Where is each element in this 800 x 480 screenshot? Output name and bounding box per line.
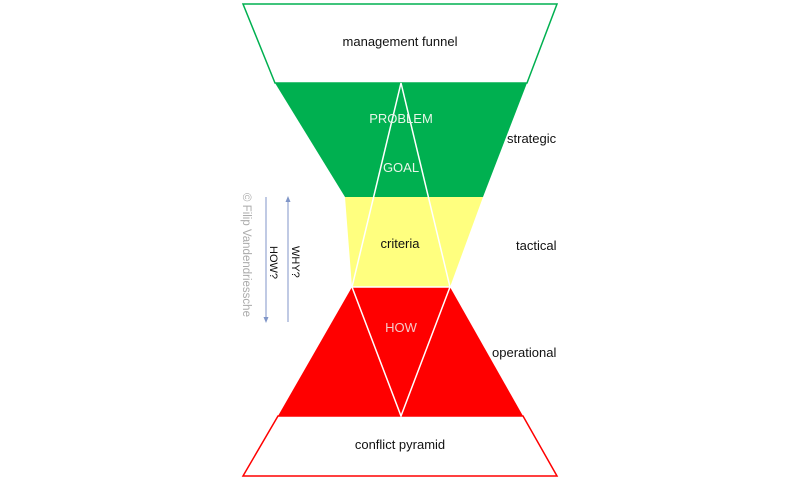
lower-triangle-outline <box>351 286 451 419</box>
why-arrow-head-icon <box>285 196 291 202</box>
copyright-text: © Filip Vandendriessche <box>240 193 252 317</box>
criteria-label: criteria <box>380 236 420 251</box>
how-label: HOW <box>385 320 417 335</box>
conflict-pyramid-shape <box>241 415 559 477</box>
conflict-pyramid-label: conflict pyramid <box>354 437 446 452</box>
management-funnel-label: management funnel <box>342 34 458 49</box>
strategic-band <box>275 83 527 197</box>
goal-label: GOAL <box>382 160 420 175</box>
problem-label: PROBLEM <box>369 111 433 126</box>
how-arrow-label: HOW? <box>267 246 279 279</box>
tactical-band <box>345 197 483 287</box>
tactical-label: tactical <box>516 238 557 253</box>
strategic-label: strategic <box>507 131 557 146</box>
upper-triangle-outline <box>351 82 451 288</box>
how-arrow-head-icon <box>263 317 269 323</box>
why-arrow-label: WHY? <box>289 246 301 278</box>
operational-label: operational <box>492 345 557 360</box>
operational-band <box>278 287 523 416</box>
